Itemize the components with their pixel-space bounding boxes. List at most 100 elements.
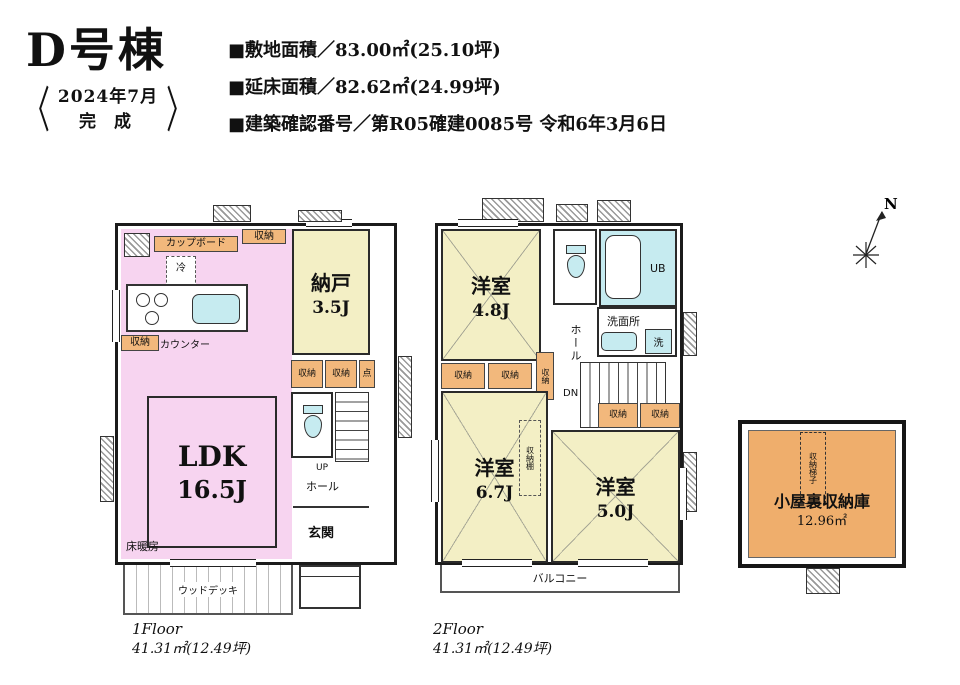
vent-box [556,204,588,222]
room-nando-name: 納戸 [311,270,351,295]
counter-label: カウンター [160,340,210,351]
cupboard-label: カップボード [166,238,226,249]
room-ldk-size: 16.5J [177,475,247,504]
hall-1f-label: ホール [306,480,339,493]
laundry-label: 洗 [653,338,664,349]
porch-step-line [301,576,359,577]
unit-bath-label: UB [650,262,666,275]
storage-closet: 収納 [488,363,532,389]
hall-2f-label: ホール [569,324,582,363]
storage-label: 収納 [254,230,274,242]
balcony: バルコニー [440,563,680,593]
stairs-1f [335,392,369,462]
room-yoshitsu-67: 洋室 6.7J [441,391,548,563]
room-yoshitsu-50: 洋室 5.0J [551,430,680,563]
cupboard: カップボード [154,236,238,252]
storage-closet: 収納 [325,360,357,388]
stove-burner-icon [136,293,150,307]
toilet-icon [303,405,323,441]
room-48-name: 洋室 [471,273,511,298]
toilet-room-2f [553,229,597,305]
north-label: N [884,195,898,213]
room-nando: 納戸 3.5J [292,229,370,355]
toilet-room-1f [291,392,333,458]
inspection-label: 点 [362,368,372,379]
vent-box [806,568,840,594]
kitchen-fixture-box [124,233,150,257]
wood-deck: ウッドデッキ [123,563,293,615]
storage-label: 収納 [331,368,350,379]
room-ldk-name: LDK [177,440,247,473]
attic-name: 小屋裏収納庫 [773,492,870,511]
vent-box [213,205,251,222]
spec-list: ■敷地面積／83.00㎡(25.10坪) ■延床面積／82.62㎡(24.99坪… [228,36,667,136]
attic-room [748,430,896,558]
room-67-size: 6.7J [475,482,514,503]
window [170,559,256,567]
window [112,290,120,342]
storage-shelf-label: 収納棚 [525,446,535,470]
wood-deck-label: ウッドデッキ [173,581,243,597]
storage-label: 収納 [608,410,627,420]
refrigerator-label: 冷 [176,263,186,274]
bracket-left: 〈 [23,83,50,141]
storage-closet: 収納 [598,403,638,428]
vent-box [298,210,342,222]
bathtub-icon [605,235,641,299]
room-ldk-label-box: LDK 16.5J [147,396,277,548]
floor1-area: 41.31㎡(12.49坪) [132,641,252,657]
vent-box [597,200,631,222]
window [431,440,439,502]
window [679,468,687,520]
storage-label: 収納 [650,410,669,420]
completion-block: 〈 2024年7月 完 成 〉 [22,78,194,140]
storage-closet: 収納 [640,403,680,428]
spec-building-permit: ■建築確認番号／第R05確建0085号 令和6年3月6日 [228,114,667,135]
inspection-port: 点 [359,360,375,388]
storage-label: 収納 [130,337,150,348]
shutter-box [683,312,697,356]
toilet-icon [566,245,586,281]
balcony-label: バルコニー [532,572,588,585]
storage-closet: 収納 [441,363,485,389]
bracket-right: 〉 [166,83,193,141]
floor-heating-label: 床暖房 [126,540,159,553]
stove-burner-icon [154,293,168,307]
window [578,559,648,567]
storage-label: 収納 [453,370,472,381]
completion-label: 完 成 [79,112,137,132]
stairs-up-label: UP [316,463,329,473]
floor2-area: 41.31㎡(12.49坪) [433,641,553,657]
storage-kitchen-top: 収納 [242,229,286,244]
room-48-size: 4.8J [472,300,510,321]
north-arrow: N [853,195,898,268]
entrance-porch [299,565,361,609]
spec-floor-area: ■延床面積／82.62㎡(24.99坪) [228,77,501,98]
room-67-name: 洋室 [474,455,515,480]
washroom-label: 洗面所 [607,315,640,328]
room-nando-size: 3.5J [312,297,350,318]
storage-kitchen-left: 収納 [121,335,159,351]
spec-site-area: ■敷地面積／83.00㎡(25.10坪) [228,40,501,61]
attic-ladder-label: 収納梯子 [808,452,818,484]
room-50-name: 洋室 [595,475,636,499]
storage-shelf: 収納棚 [519,420,541,496]
storage-closet: 収納 [291,360,323,388]
attic-size: 12.96㎡ [796,514,848,529]
shutter-box [398,356,412,438]
room-50-size: 5.0J [596,502,635,522]
storage-label: 収納 [541,368,550,384]
floor2-name: 2Floor [433,620,483,638]
laundry-box: 洗 [645,329,672,354]
storage-label: 収納 [297,368,316,379]
storage-label: 収納 [500,370,519,381]
completion-date: 2024年7月 [57,87,159,107]
room-yoshitsu-48: 洋室 4.8J [441,229,541,361]
window [458,219,518,227]
stairs-down-label: DN [563,388,579,399]
washbasin-icon [601,332,637,351]
kitchen-sink-icon [192,294,240,324]
kitchen-counter [126,284,248,332]
window [462,559,532,567]
